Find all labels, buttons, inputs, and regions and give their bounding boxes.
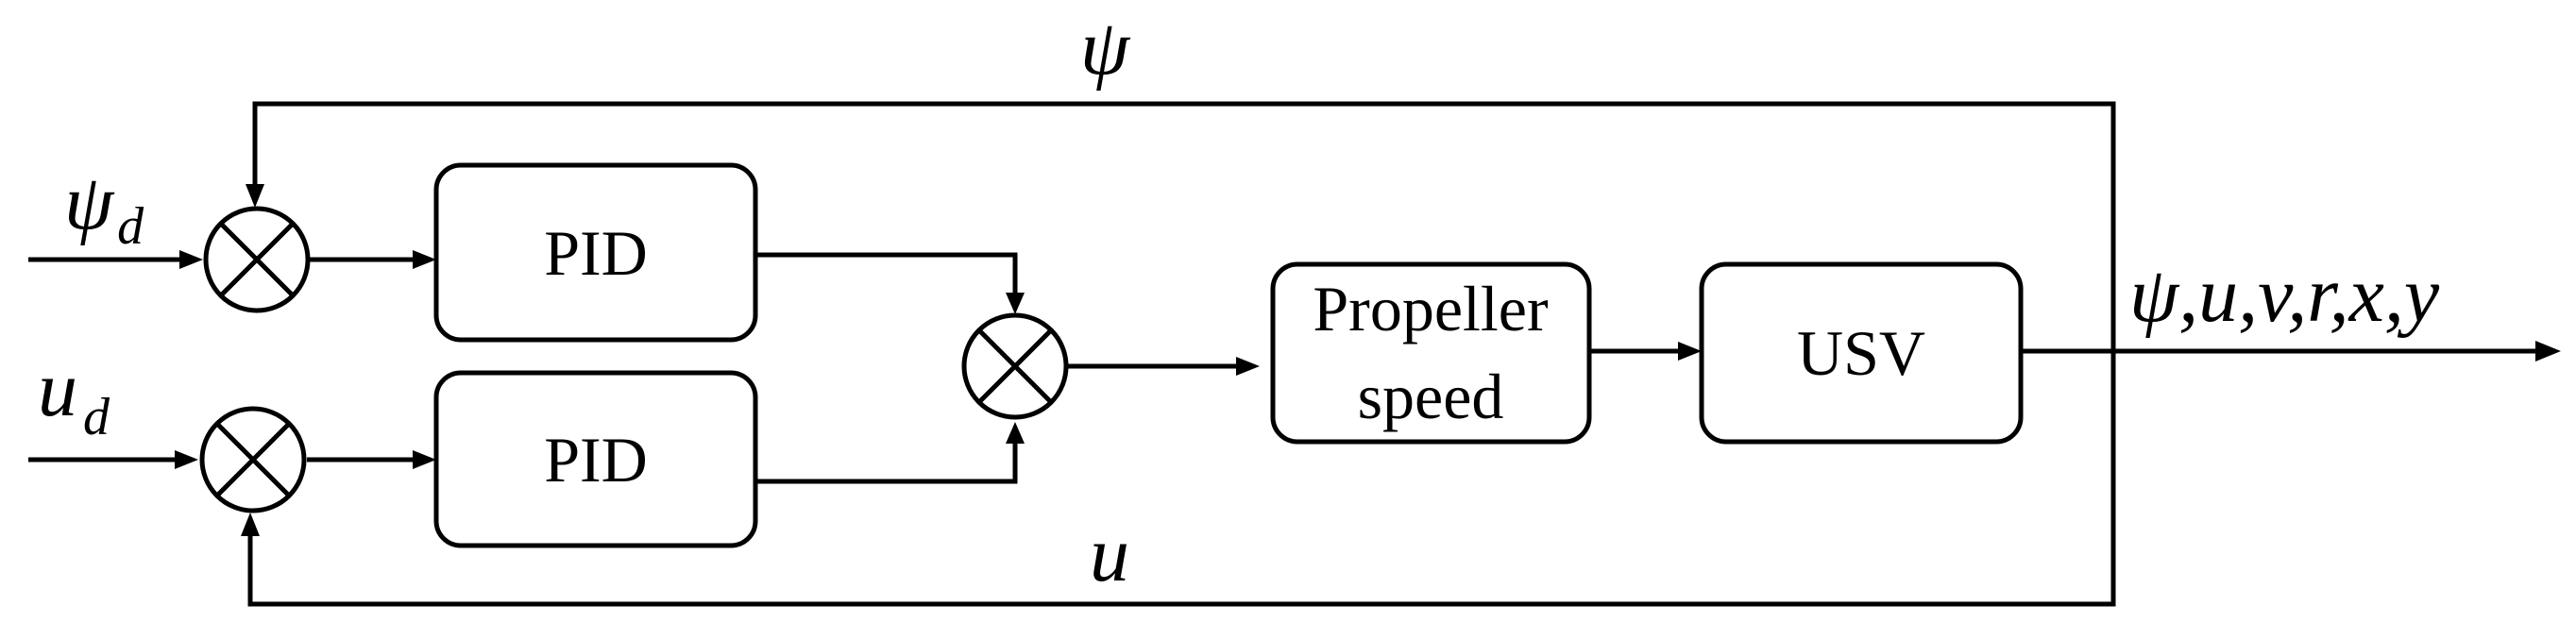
u-feedback-label: u bbox=[1090, 511, 1129, 598]
output-arrow bbox=[2535, 341, 2561, 362]
psi-d-label: ψd bbox=[64, 159, 144, 256]
usv-label: USV bbox=[1797, 317, 1925, 389]
u-feedback-wire bbox=[247, 351, 2116, 607]
speed-label: speed bbox=[1358, 361, 1504, 432]
usv-block: USV bbox=[1699, 261, 2024, 445]
pid-top-to-sum3-wire bbox=[755, 252, 1018, 297]
pid-heading-label: PID bbox=[544, 217, 648, 289]
sum3-to-propeller-arrow bbox=[1236, 357, 1260, 376]
pid-bottom-to-sum3-wire bbox=[755, 439, 1018, 484]
pid-block-speed: PID bbox=[433, 370, 758, 548]
pid-speed-label: PID bbox=[544, 424, 648, 496]
psi-feedback-arrow bbox=[246, 184, 264, 208]
pid-bottom-to-sum3-arrow bbox=[1006, 422, 1025, 444]
psi-feedback-label: ψ bbox=[1080, 4, 1131, 92]
sum-junction-u bbox=[199, 406, 307, 513]
u-feedback-arrow bbox=[241, 513, 260, 536]
pid-block-heading: PID bbox=[433, 162, 758, 343]
sum-junction-combine bbox=[961, 312, 1069, 420]
propeller-speed-block: Propeller speed bbox=[1270, 261, 1592, 445]
psi-d-input-arrow bbox=[179, 250, 203, 269]
propeller-label: Propeller bbox=[1313, 273, 1549, 345]
output-signals-label: ψ,u,v,r,x,y bbox=[2129, 251, 2440, 339]
pid-top-to-sum3-arrow bbox=[1006, 293, 1025, 314]
sum2-to-pid-arrow bbox=[413, 450, 436, 469]
sum-junction-psi bbox=[203, 206, 311, 313]
sum1-to-pid-arrow bbox=[413, 250, 436, 269]
psi-feedback-wire bbox=[252, 101, 2116, 351]
u-d-input-arrow bbox=[175, 450, 198, 469]
propeller-to-usv-arrow bbox=[1678, 342, 1702, 361]
